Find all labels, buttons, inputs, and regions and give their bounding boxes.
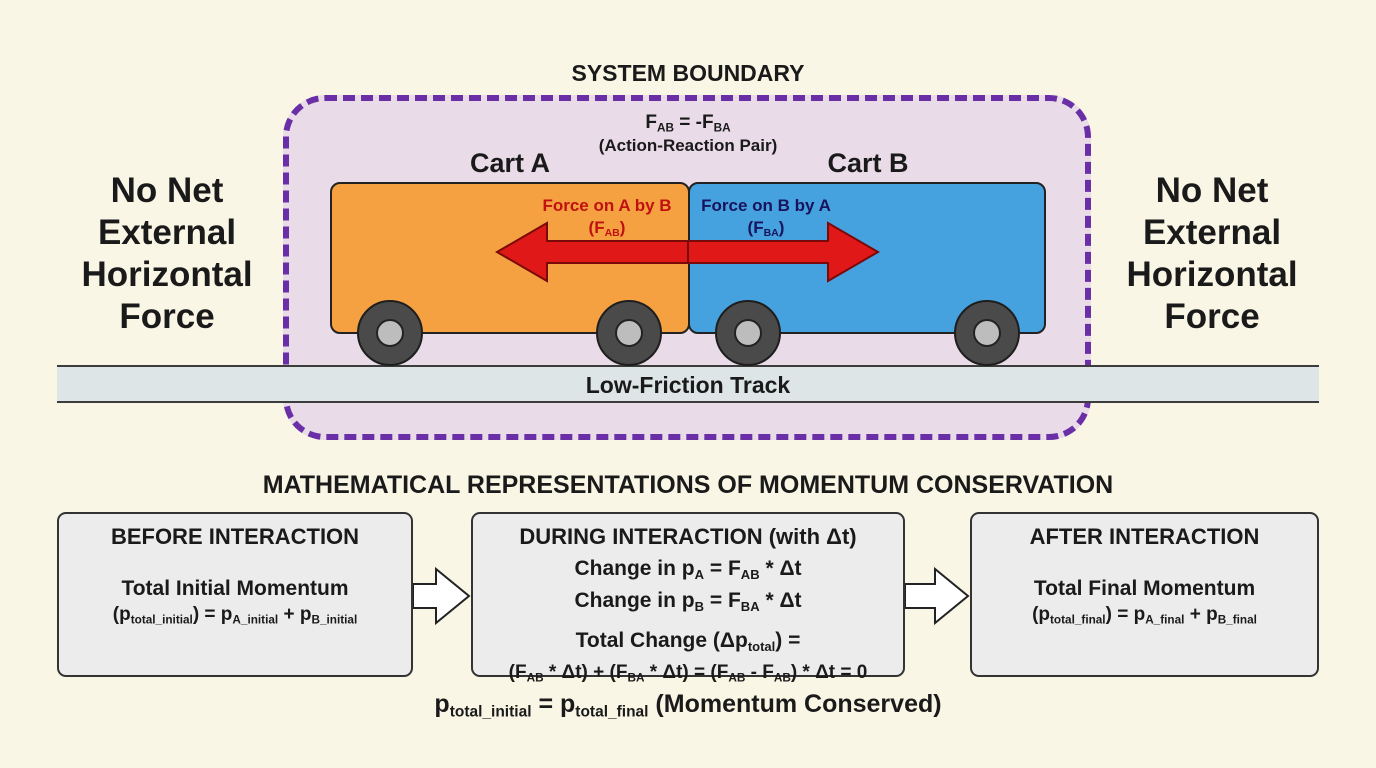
action-reaction-equation: FAB = -FBA bbox=[645, 112, 731, 135]
right-external-force-note: No Net External Horizontal Force bbox=[1126, 171, 1298, 336]
left-external-force-note: No Net External Horizontal Force bbox=[81, 171, 253, 336]
after-heading: Total Final Momentum bbox=[1033, 577, 1256, 600]
during-line-1: Change in pA = FAB * Δt bbox=[574, 557, 802, 582]
before-interaction-box: BEFORE INTERACTION Total Initial Momentu… bbox=[57, 512, 413, 677]
during-line-4: (FAB * Δt) + (FBA * Δt) = (FAB - FAB) * … bbox=[508, 661, 868, 685]
low-friction-track: Low-Friction Track bbox=[57, 365, 1319, 403]
before-equation: (ptotal_initial) = pA_initial + pB_initi… bbox=[112, 604, 358, 627]
cart-b-rear-wheel bbox=[715, 300, 781, 366]
cart-a-rear-wheel bbox=[357, 300, 423, 366]
wheel-hub bbox=[734, 319, 762, 347]
wheel-hub bbox=[973, 319, 1001, 347]
force-on-b-symbol: (FBA) bbox=[747, 218, 785, 240]
cart-a-label: Cart A bbox=[469, 148, 550, 178]
during-interaction-box: DURING INTERACTION (with Δt) Change in p… bbox=[471, 512, 905, 684]
during-line-3: Total Change (Δptotal) = bbox=[575, 628, 801, 654]
wheel-hub bbox=[376, 319, 404, 347]
before-title: BEFORE INTERACTION bbox=[110, 524, 360, 549]
cart-b-front-wheel bbox=[954, 300, 1020, 366]
after-equation: (ptotal_final) = pA_final + pB_final bbox=[1032, 604, 1257, 627]
force-on-b-label: Force on B by A bbox=[701, 196, 831, 215]
during-title: DURING INTERACTION (with Δt) bbox=[519, 524, 857, 549]
conservation-conclusion: ptotal_initial = ptotal_final (Momentum … bbox=[434, 690, 942, 721]
after-title: AFTER INTERACTION bbox=[1029, 524, 1260, 549]
after-interaction-box: AFTER INTERACTION Total Final Momentum (… bbox=[970, 512, 1319, 677]
before-heading: Total Initial Momentum bbox=[121, 577, 349, 600]
track-label: Low-Friction Track bbox=[585, 372, 791, 398]
cart-a-front-wheel bbox=[596, 300, 662, 366]
during-line-2: Change in pB = FBA * Δt bbox=[574, 588, 802, 614]
math-section-title: MATHEMATICAL REPRESENTATIONS OF MOMENTUM… bbox=[262, 471, 1114, 499]
action-reaction-note: (Action-Reaction Pair) bbox=[598, 136, 778, 155]
cart-b-label: Cart B bbox=[827, 148, 909, 178]
wheel-hub bbox=[615, 319, 643, 347]
flow-arrow-before-during bbox=[412, 566, 471, 626]
system-boundary-title: SYSTEM BOUNDARY bbox=[571, 60, 805, 86]
flow-arrow-during-after bbox=[904, 566, 970, 626]
force-on-a-label: Force on A by B bbox=[542, 196, 672, 215]
